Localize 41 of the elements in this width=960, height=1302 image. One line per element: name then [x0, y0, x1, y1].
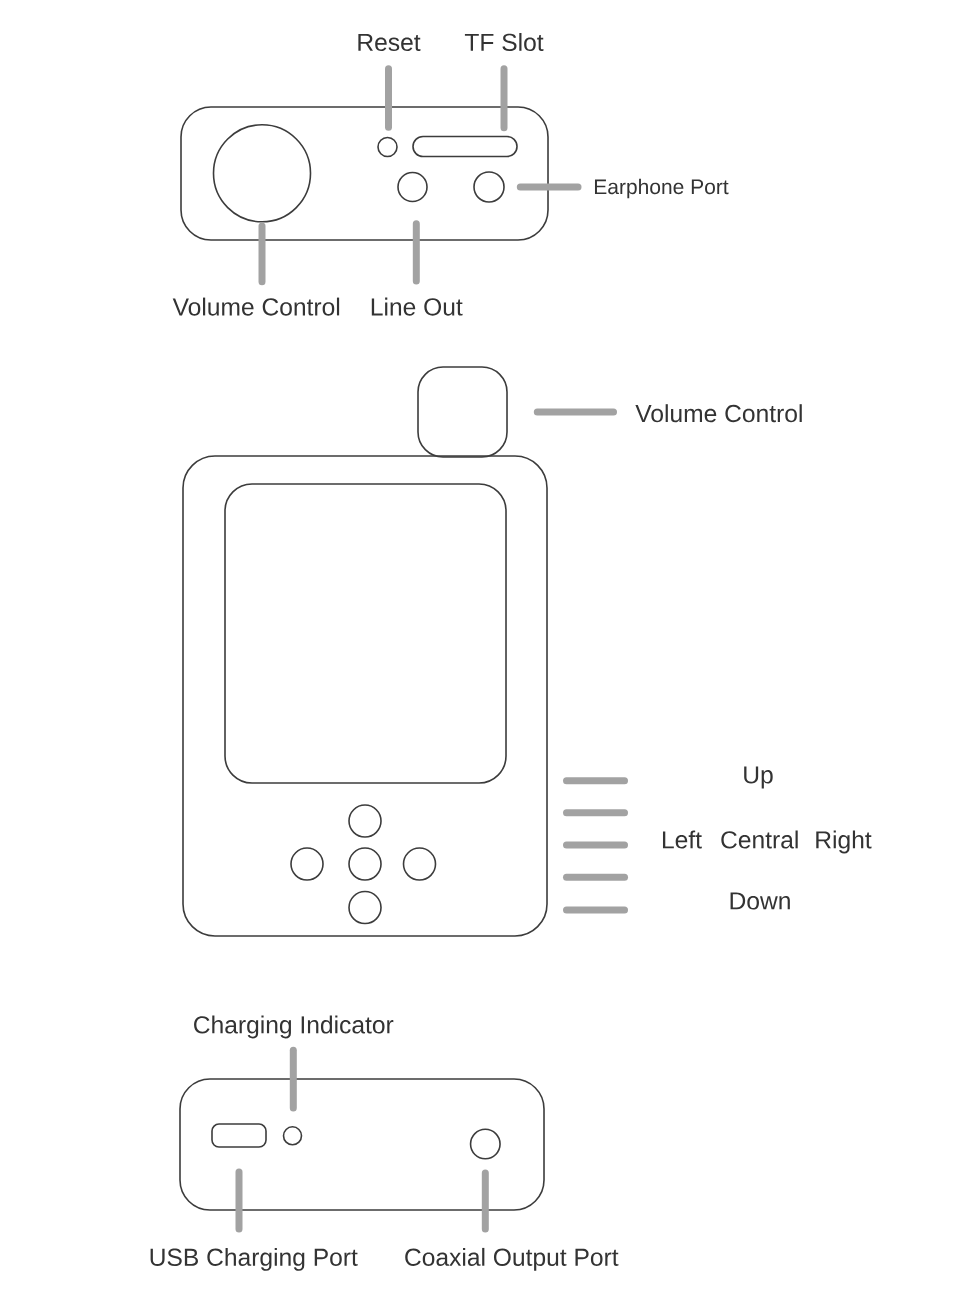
volume-knob [212, 124, 312, 223]
button-label: Up [744, 766, 773, 789]
card-slot [412, 135, 518, 158]
device-body [182, 455, 548, 937]
button-label: Left [663, 830, 702, 849]
device-panel [179, 1078, 545, 1211]
usb-port [211, 1123, 267, 1148]
leader-line [289, 1046, 297, 1112]
leader-line [500, 65, 508, 132]
audio-jack [473, 171, 505, 203]
indicator-light [282, 1126, 303, 1146]
button-label: Down [730, 892, 790, 910]
dpad-button [348, 890, 382, 925]
callout-label: Reset [358, 33, 421, 52]
leader-line [516, 183, 582, 191]
dpad-button [348, 804, 382, 838]
leader-line [385, 65, 392, 131]
leader-line [533, 408, 617, 416]
leader-line [258, 222, 266, 286]
screen [224, 483, 507, 784]
device-panel [180, 106, 549, 241]
callout-label: Charging Indicator [194, 1015, 394, 1039]
dpad-button [402, 847, 437, 881]
callout-label: Coaxial Output Port [405, 1247, 619, 1271]
audio-jack [397, 171, 428, 203]
dpad-button [348, 847, 382, 881]
reset-hole [377, 136, 398, 158]
dpad-button [290, 847, 324, 881]
leader-line [481, 1169, 489, 1233]
coaxial-jack [469, 1128, 501, 1160]
callout-label: Volume Control [172, 297, 340, 316]
button-label: Right [816, 830, 872, 854]
leader-line [235, 1168, 243, 1233]
callout-label: Earphone Port [595, 178, 729, 199]
callout-label: USB Charging Port [150, 1247, 358, 1271]
callout-label: TF Slot [464, 33, 544, 52]
callout-label: Line Out [371, 297, 463, 316]
button-label: Central [721, 830, 798, 849]
leader-line [412, 220, 420, 285]
volume-knob [417, 366, 508, 458]
callout-label: Volume Control [635, 404, 802, 423]
